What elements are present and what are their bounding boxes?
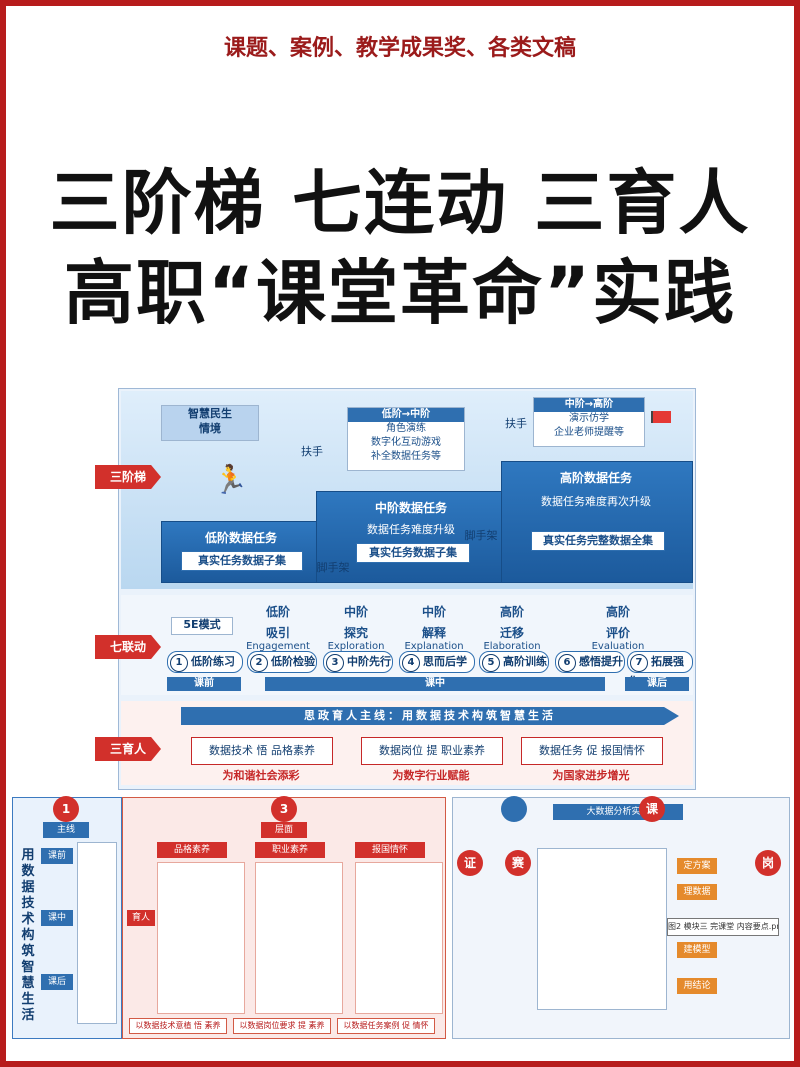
main-diagram: 智慧民生 情境 🏃 低阶数据任务 真实任务数据子集 中阶数据任务 数据任务难度升… <box>95 388 696 790</box>
p3-gang-top <box>501 796 527 822</box>
p2-col-1: 品格素养 <box>157 842 227 858</box>
p1-stage-3: 课后 <box>41 974 73 990</box>
stair-low-label: 低阶数据任务 <box>204 531 277 545</box>
p1-stage-2: 课中 <box>41 910 73 926</box>
stair-high-desc: 数据任务难度再次升级 <box>541 495 651 508</box>
note-low-mid-title: 低阶→中阶 <box>348 408 464 422</box>
p1-stage-1: 课前 <box>41 848 73 864</box>
goal-sub-3: 为国家进步增光 <box>552 769 630 782</box>
stair-mid-box: 真实任务数据子集 <box>356 543 470 563</box>
stair-high-box: 真实任务完整数据全集 <box>531 531 665 551</box>
p3-side-2: 理数据 <box>677 884 717 900</box>
p2-col-3-body <box>355 862 443 1014</box>
note-mid-high-body: 演示仿学 企业老师提醒等 <box>554 413 624 438</box>
p2-head: 层面 <box>261 822 307 838</box>
p2-col-1-body <box>157 862 245 1014</box>
bottom-panel-courses: 大数据分析实务 课 证 赛 岗 定方案 理数据 建模型 用结论 图2 模块三 完… <box>452 796 790 1039</box>
mainline-banner: 思政育人主线：用数据技术构筑智慧生活 <box>181 707 679 725</box>
p2-col-3: 报国情怀 <box>355 842 425 858</box>
tab-seven-linkage: 七联动 <box>95 635 161 659</box>
stair-mid-label: 中阶数据任务 <box>374 501 447 515</box>
fushou-label-1: 扶手 <box>301 445 323 458</box>
stair-high-label: 高阶数据任务 <box>559 471 632 485</box>
goal-card-1: 数据技术 悟 品格素养 <box>191 737 333 765</box>
stair-low-box: 真实任务数据子集 <box>181 551 303 571</box>
tab-three-educating: 三育人 <box>95 737 161 761</box>
fushou-label-2: 扶手 <box>505 417 527 430</box>
p1-vertical-text: 用数据技术构筑智慧生活 <box>21 848 35 1023</box>
p2-col-2-body <box>255 862 343 1014</box>
badge-1: 1 <box>53 796 79 822</box>
stairs-section: 智慧民生 情境 🏃 低阶数据任务 真实任务数据子集 中阶数据任务 数据任务难度升… <box>121 391 693 589</box>
p3-corner-ke: 课 <box>639 796 665 822</box>
p1-head: 主线 <box>43 822 89 838</box>
goal-card-2: 数据岗位 提 职业素养 <box>361 737 503 765</box>
stair-mid <box>316 491 508 583</box>
bottom-panel-levels: 3 层面 育人 品格素养 职业素养 报国情怀 以数据技术意植 悟 素养 以数据岗… <box>122 796 446 1039</box>
stair-high <box>501 461 693 583</box>
p2-center: 育人 <box>127 910 155 926</box>
header-topline: 课题、案例、教学成果奖、各类文稿 <box>223 35 576 61</box>
stage-after: 课后 <box>625 677 689 691</box>
title-line-1: 三阶梯 七连动 三育人 <box>49 162 751 244</box>
note-low-mid: 低阶→中阶 角色演练 数字化互动游戏 补全数据任务等 <box>347 407 465 471</box>
p3-corner-gang: 岗 <box>755 850 781 876</box>
bottom-panel-mainline: 1 主线 用数据技术构筑智慧生活 课前 课中 课后 <box>12 796 122 1039</box>
mode-label: 5E模式 <box>171 617 233 635</box>
p3-side-4: 用结论 <box>677 978 717 994</box>
goal-sub-1: 为和谐社会添彩 <box>222 769 300 782</box>
goal-sub-2: 为数字行业赋能 <box>392 769 470 782</box>
scene-label: 智慧民生 情境 <box>161 405 259 441</box>
p2-footer-2: 以数据岗位要求 提 素养 <box>233 1018 331 1034</box>
flag-icon <box>651 411 671 423</box>
stage-before: 课前 <box>167 677 241 691</box>
p3-side-3: 建模型 <box>677 942 717 958</box>
runner-icon: 🏃 <box>213 463 248 496</box>
stair-mid-desc: 数据任务难度升级 <box>367 523 455 536</box>
p3-filename-popup: 图2 模块三 完课堂 内容要点.png <box>667 918 779 936</box>
note-mid-high-title: 中阶→高阶 <box>534 398 644 412</box>
p2-col-2: 职业素养 <box>255 842 325 858</box>
p2-footer-1: 以数据技术意植 悟 素养 <box>129 1018 227 1034</box>
scaffold-label-1: 脚手架 <box>316 561 350 574</box>
p3-side-1: 定方案 <box>677 858 717 874</box>
step-7: 7拓展强化 <box>627 651 693 688</box>
note-low-mid-body: 角色演练 数字化互动游戏 补全数据任务等 <box>371 423 441 462</box>
goal-card-3: 数据任务 促 报国情怀 <box>521 737 663 765</box>
educating-section: 思政育人主线：用数据技术构筑智慧生活 数据技术 悟 品格素养 为和谐社会添彩 数… <box>121 701 693 785</box>
p3-content-area <box>537 848 667 1010</box>
note-mid-high: 中阶→高阶 演示仿学 企业老师提醒等 <box>533 397 645 447</box>
badge-3: 3 <box>271 796 297 822</box>
p2-footer-3: 以数据任务案例 促 情怀 <box>337 1018 435 1034</box>
stage-during: 课中 <box>265 677 605 691</box>
tab-three-stairs: 三阶梯 <box>95 465 161 489</box>
scaffold-label-2: 脚手架 <box>464 529 498 542</box>
p3-corner-zheng: 证 <box>457 850 483 876</box>
p1-detail-column <box>77 842 117 1024</box>
title-line-2: 高职“课堂革命”实践 <box>63 252 736 334</box>
p3-corner-sai: 赛 <box>505 850 531 876</box>
